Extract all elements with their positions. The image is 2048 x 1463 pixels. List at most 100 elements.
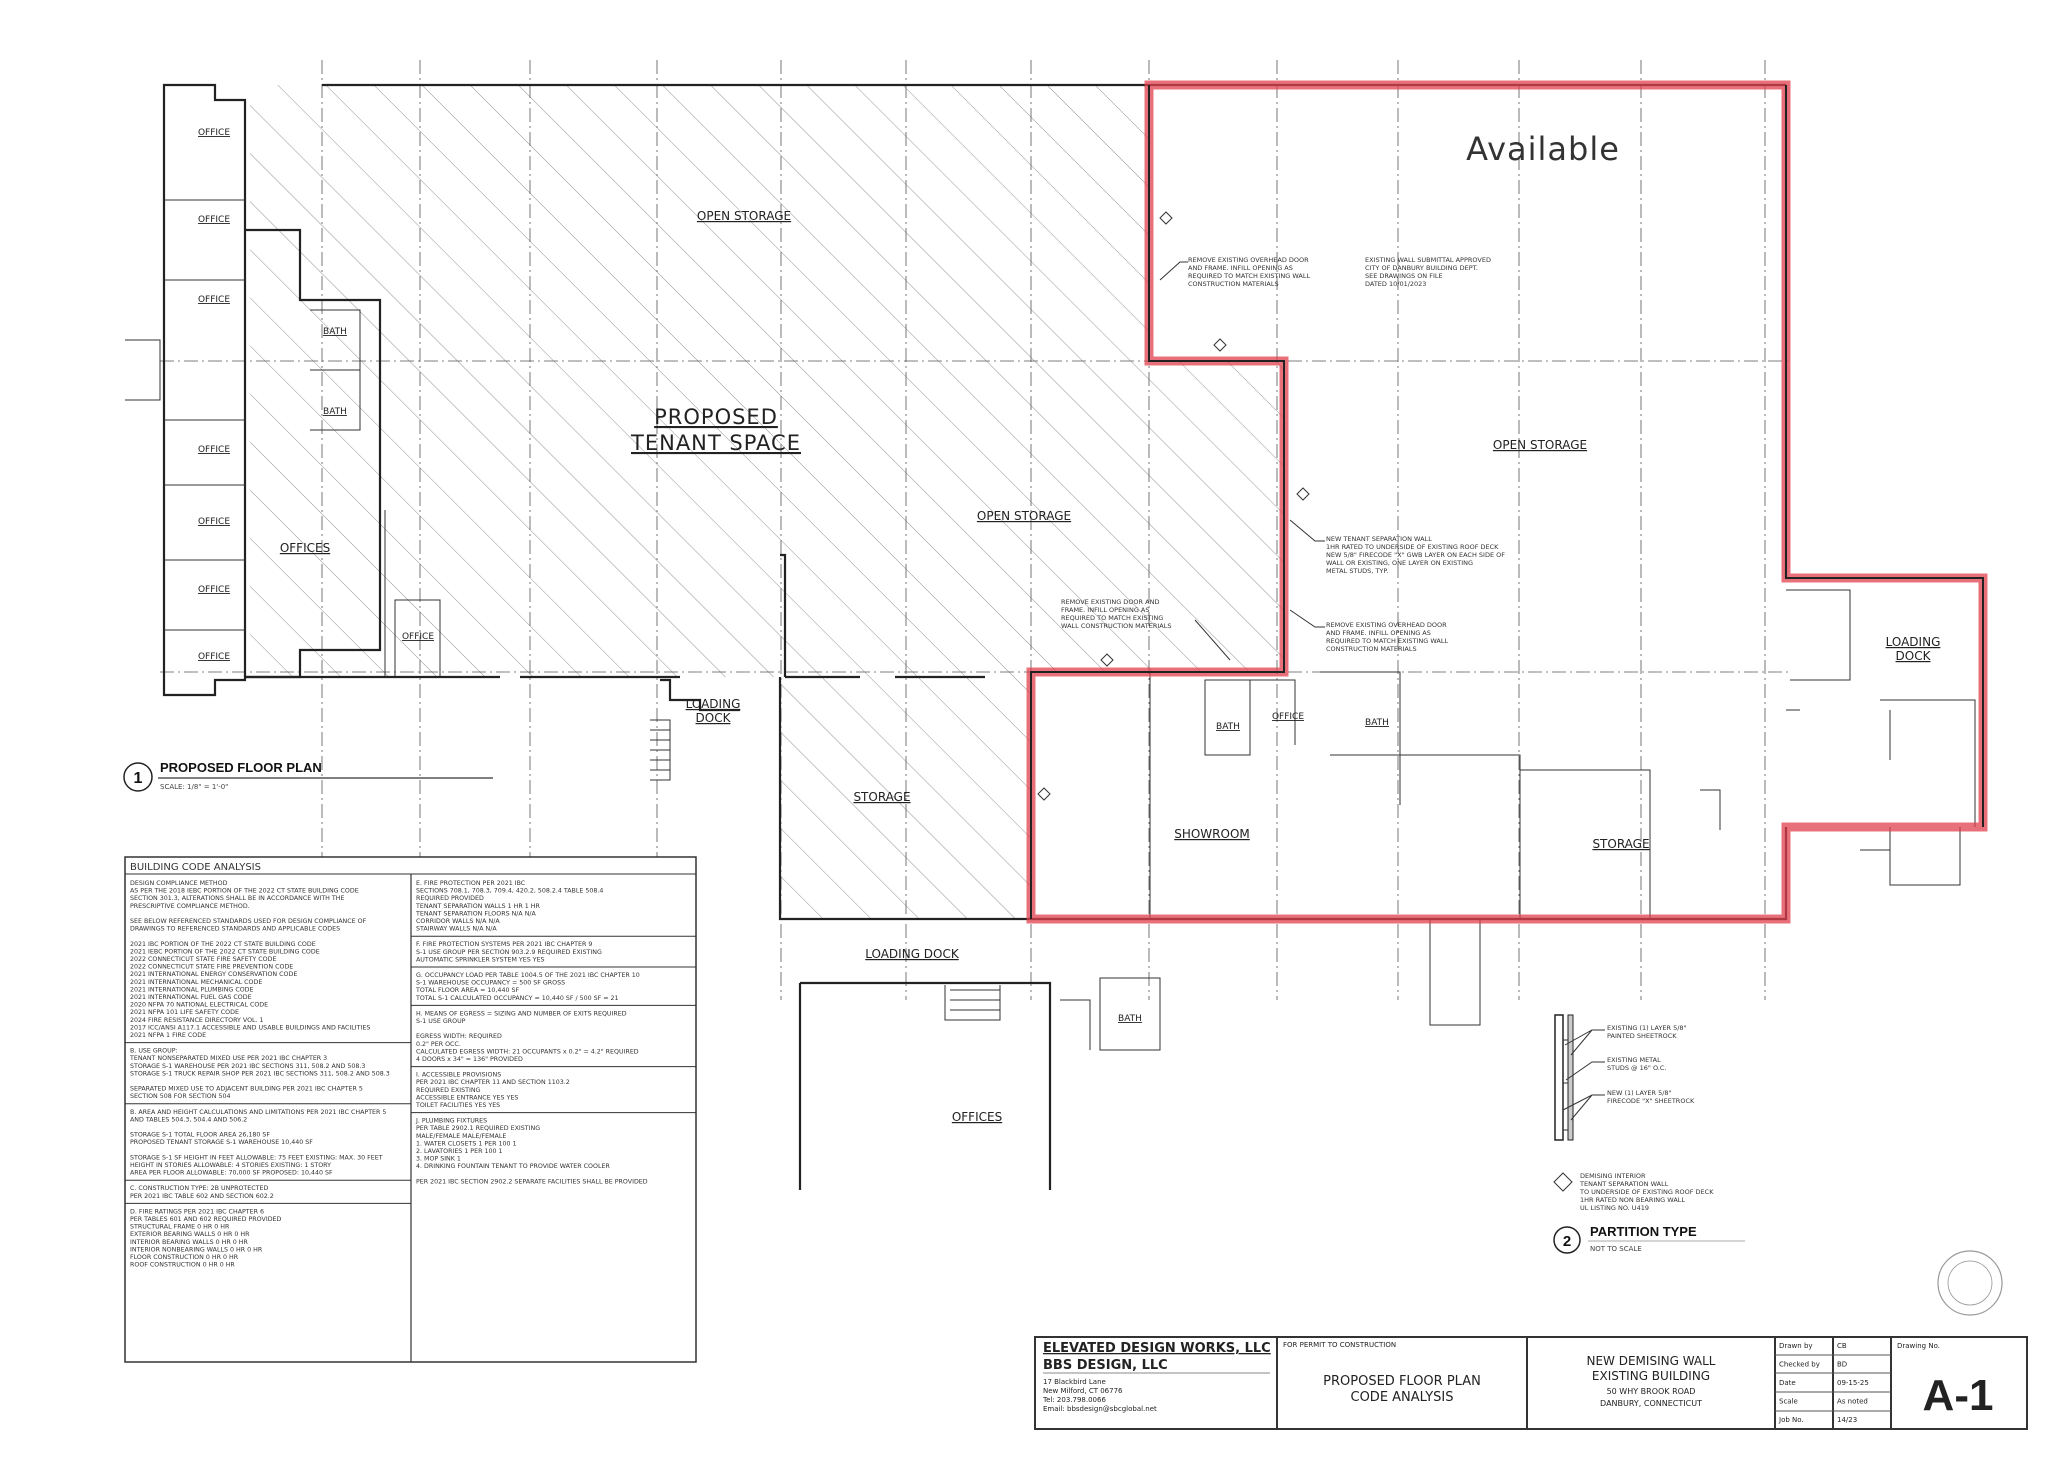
code-section-line: STORAGE S-1 SF HEIGHT IN FEET ALLOWABLE:… (130, 1154, 383, 1161)
tenant-space-label: TENANT SPACE (630, 431, 801, 455)
code-section-heading: DESIGN COMPLIANCE METHOD (130, 880, 228, 887)
code-section-line: PER 2021 IBC TABLE 602 AND SECTION 602.2 (130, 1193, 274, 1200)
annotation-note: REMOVE EXISTING OVERHEAD DOOR (1326, 621, 1447, 629)
room-label-office: OFFICE (198, 128, 230, 138)
code-section-line: CORRIDOR WALLS N/A N/A (416, 918, 500, 925)
annotation-note: REMOVE EXISTING DOOR AND (1061, 598, 1159, 606)
code-section-heading: B. USE GROUP: (130, 1048, 178, 1055)
room-label-loading-dock: DOCK (696, 711, 732, 725)
code-section-line: PER 2021 IBC SECTION 2902.2 SEPARATE FAC… (416, 1178, 648, 1185)
room-label-bath: BATH (1216, 722, 1240, 732)
code-section-line: ACCESSIBLE ENTRANCE YES YES (416, 1094, 518, 1101)
view-title-floor-plan: 1 PROPOSED FLOOR PLAN SCALE: 1/8" = 1'-0… (123, 760, 493, 792)
code-section-heading: B. AREA AND HEIGHT CALCULATIONS AND LIMI… (130, 1109, 386, 1116)
code-section-line: PRESCRIPTIVE COMPLIANCE METHOD. (130, 903, 250, 910)
svg-text:Email: bbsdesign@sbcglobal.net: Email: bbsdesign@sbcglobal.net (1043, 1405, 1157, 1413)
partition-callout: NEW (1) LAYER 5/8" (1607, 1089, 1672, 1097)
code-section-line: INTERIOR NONBEARING WALLS 0 HR 0 HR (130, 1246, 263, 1253)
code-section-line: DRAWINGS TO REFERENCED STANDARDS AND APP… (130, 926, 340, 933)
code-section-line: HEIGHT IN STORIES ALLOWABLE: 4 STORIES E… (130, 1162, 331, 1169)
annotation-note: EXISTING WALL SUBMITTAL APPROVED (1365, 256, 1491, 264)
room-label-loading-dock: LOADING (1886, 635, 1941, 649)
sheet-title: CODE ANALYSIS (1351, 1390, 1454, 1405)
view-title: PROPOSED FLOOR PLAN (160, 760, 322, 775)
code-section-line: S-1 USE GROUP (416, 1018, 466, 1025)
annotation-note: AND FRAME. INFILL OPENING AS (1326, 629, 1431, 637)
title-field-label: Checked by (1779, 1361, 1820, 1369)
room-label-bath: BATH (323, 327, 347, 337)
code-section-line: 0.2" PER OCC. (416, 1041, 461, 1048)
annotation-note: DATED 10/01/2023 (1365, 280, 1426, 288)
room-label-offices: OFFICES (952, 1110, 1002, 1124)
code-section-line: SECTION 301.3, ALTERATIONS SHALL BE IN A… (130, 895, 344, 902)
code-section-line: ROOF CONSTRUCTION 0 HR 0 HR (130, 1262, 235, 1269)
room-label-office: OFFICE (198, 215, 230, 225)
room-label-storage: STORAGE (1592, 837, 1649, 851)
code-section-line: 2021 INTERNATIONAL ENERGY CONSERVATION C… (130, 971, 297, 978)
code-section-line: STAIRWAY WALLS N/A N/A (416, 926, 497, 933)
partition-tag-icons (1037, 211, 1310, 801)
room-label-office: OFFICE (1272, 712, 1304, 722)
code-section-line: PER TABLE 2902.1 REQUIRED EXISTING (416, 1125, 540, 1132)
annotation-note: WALL CONSTRUCTION MATERIALS (1061, 622, 1171, 630)
svg-text:NOT TO SCALE: NOT TO SCALE (1590, 1245, 1642, 1253)
code-section-line: REQUIRED PROVIDED (416, 895, 484, 902)
code-section-line: 1. WATER CLOSETS 1 PER 100 1 (416, 1140, 517, 1147)
available-label: Available (1466, 130, 1620, 168)
code-analysis-title: BUILDING CODE ANALYSIS (130, 862, 261, 873)
room-label-office: OFFICE (198, 445, 230, 455)
room-label-open-storage: OPEN STORAGE (1493, 438, 1587, 452)
title-field-label: Job No. (1778, 1416, 1804, 1424)
code-section-line: PER 2021 IBC CHAPTER 11 AND SECTION 1103… (416, 1079, 570, 1086)
code-section-line: SECTIONS 708.1, 708.3, 709.4, 420.2, 508… (416, 888, 603, 895)
code-section-line: SEE BELOW REFERENCED STANDARDS USED FOR … (130, 918, 367, 925)
firm-name: BBS DESIGN, LLC (1043, 1358, 1168, 1373)
svg-text:17 Blackbird Lane: 17 Blackbird Lane (1043, 1378, 1106, 1386)
tenant-space-hatch (250, 85, 1284, 919)
annotation-note: FRAME. INFILL OPENING AS (1061, 606, 1150, 614)
svg-text:New Milford, CT 06776: New Milford, CT 06776 (1043, 1387, 1123, 1395)
room-label-open-storage: OPEN STORAGE (697, 209, 791, 223)
code-section-line: 2021 IEBC PORTION OF THE 2022 CT STATE B… (130, 948, 320, 955)
annotation-note: NEW TENANT SEPARATION WALL (1326, 535, 1432, 543)
engineer-seal-icon (1937, 1250, 2003, 1316)
annotation-note: REQUIRED TO MATCH EXISTING WALL (1326, 637, 1448, 645)
code-section-heading: J. PLUMBING FIXTURES (415, 1118, 487, 1125)
partition-callout: EXISTING (1) LAYER 5/8" (1607, 1024, 1687, 1032)
svg-text:DANBURY, CONNECTICUT: DANBURY, CONNECTICUT (1600, 1399, 1702, 1408)
title-field-label: Date (1779, 1379, 1796, 1387)
code-section-line: 3. MOP SINK 1 (416, 1156, 461, 1163)
annotation-note: REQUIRED TO MATCH EXISTING (1061, 614, 1163, 622)
code-section-line: STORAGE S-1 WAREHOUSE PER 2021 IBC SECTI… (130, 1063, 365, 1070)
annotation-note: SEE DRAWINGS ON FILE (1365, 272, 1443, 280)
code-section-line: S-1 USE GROUP PER SECTION 903.2.9 REQUIR… (416, 949, 602, 956)
code-section-line: AND TABLES 504.3, 504.4 AND 506.2 (130, 1116, 247, 1123)
annotation-note: REMOVE EXISTING OVERHEAD DOOR (1188, 256, 1309, 264)
code-section-line: TOTAL FLOOR AREA = 10,440 SF (415, 987, 519, 994)
annotation-note: AND FRAME. INFILL OPENING AS (1188, 264, 1293, 272)
firm-name: ELEVATED DESIGN WORKS, LLC (1043, 1341, 1271, 1356)
annotation-note: CITY OF DANBURY BUILDING DEPT. (1365, 264, 1478, 272)
code-section-line: EXTERIOR BEARING WALLS 0 HR 0 HR (130, 1231, 250, 1238)
partition-callout: STUDS @ 16" O.C. (1607, 1064, 1666, 1072)
view-scale: SCALE: 1/8" = 1'-0" (160, 783, 228, 791)
room-label-showroom: SHOWROOM (1174, 827, 1250, 841)
annotation-note: WALL OR EXISTING, ONE LAYER ON EXISTING (1326, 559, 1473, 567)
code-section-line: 2022 CONNECTICUT STATE FIRE PREVENTION C… (130, 964, 293, 971)
code-section-line: REQUIRED EXISTING (416, 1087, 481, 1094)
title-field-value: BD (1837, 1361, 1847, 1369)
code-section-line: AS PER THE 2018 IEBC PORTION OF THE 2022… (130, 888, 359, 895)
code-section-line: 2024 FIRE RESISTANCE DIRECTORY VOL. 1 (130, 1017, 264, 1024)
code-section-line: 2021 IBC PORTION OF THE 2022 CT STATE BU… (130, 941, 316, 948)
room-label-office: OFFICE (198, 295, 230, 305)
project-address: 50 WHY BROOK ROAD (1607, 1387, 1696, 1396)
partition-type-detail: 2 PARTITION TYPE NOT TO SCALE (1553, 1014, 1745, 1254)
code-section-line: 2022 CONNECTICUT STATE FIRE SAFETY CODE (130, 956, 276, 963)
issue-status: FOR PERMIT TO CONSTRUCTION (1283, 1341, 1396, 1349)
code-section-line: TENANT NONSEPARATED MIXED USE PER 2021 I… (129, 1055, 327, 1062)
room-label-office: OFFICE (198, 585, 230, 595)
code-section-line: MALE/FEMALE MALE/FEMALE (416, 1133, 506, 1140)
code-section-line: SECTION 508 FOR SECTION 504 (130, 1093, 230, 1100)
code-section-line: EGRESS WIDTH: REQUIRED (416, 1033, 502, 1040)
title-block: ELEVATED DESIGN WORKS, LLC BBS DESIGN, L… (1034, 1336, 2028, 1430)
